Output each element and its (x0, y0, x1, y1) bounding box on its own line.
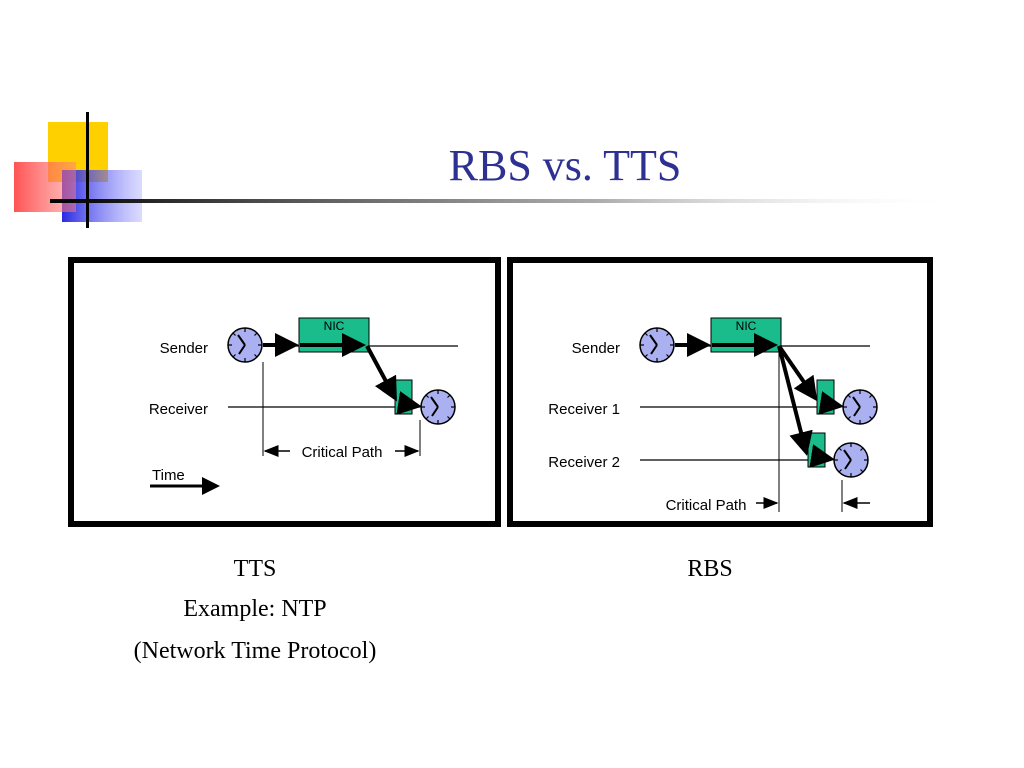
tts-receiver-nic (394, 379, 413, 415)
rbs-receive-arrow-1 (818, 391, 844, 415)
tts-receiver-label: Receiver (149, 401, 208, 418)
tts-time-label: Time (152, 467, 185, 484)
rbs-receiver1-label: Receiver 1 (548, 401, 620, 418)
tts-sender-label: Sender (160, 340, 208, 357)
rbs-receiver2-label: Receiver 2 (548, 454, 620, 471)
slide-title: RBS vs. TTS (448, 141, 682, 190)
logo-vertical-line (86, 112, 89, 228)
tts-time-arrow-head (202, 477, 220, 495)
title-underline (50, 199, 960, 203)
tts-example-caption: Example: NTP (183, 596, 327, 622)
rbs-caption: RBS (687, 556, 733, 582)
tts-receiver-clock-icon (420, 389, 456, 425)
rbs-frame (507, 257, 933, 527)
rbs-sender-clock-icon (639, 327, 675, 363)
rbs-receiver2-clock-icon (833, 442, 869, 478)
tts-frame (68, 257, 501, 527)
rbs-panel: Sender Receiver 1 Receiver 2 NIC Critica… (548, 317, 878, 514)
tts-caption: TTS (233, 556, 277, 582)
rbs-receive-arrow-2 (809, 444, 835, 468)
tts-protocol-caption: (Network Time Protocol) (133, 638, 377, 664)
comparison-diagram: Sender Receiver NIC Critical Path Time S… (68, 257, 933, 527)
tts-receive-arrow (396, 391, 422, 415)
logo-red-square (14, 162, 76, 212)
corner-logo (14, 112, 960, 228)
tts-critical-path-label: Critical Path (302, 444, 383, 461)
rbs-critical-path-label: Critical Path (666, 497, 747, 514)
rbs-nic-label: NIC (736, 319, 757, 333)
tts-sender-clock-icon (227, 327, 263, 363)
rbs-sender-label: Sender (572, 340, 620, 357)
rbs-receiver1-nic (816, 379, 835, 415)
rbs-broadcast-arrow-2 (777, 345, 813, 456)
tts-nic-label: NIC (324, 319, 345, 333)
tts-transmit-arrow (365, 345, 397, 402)
rbs-receiver1-clock-icon (842, 389, 878, 425)
tts-panel: Sender Receiver NIC Critical Path Time (149, 317, 458, 495)
rbs-receiver2-nic (807, 432, 826, 468)
rbs-broadcast-arrow-1 (777, 344, 818, 402)
